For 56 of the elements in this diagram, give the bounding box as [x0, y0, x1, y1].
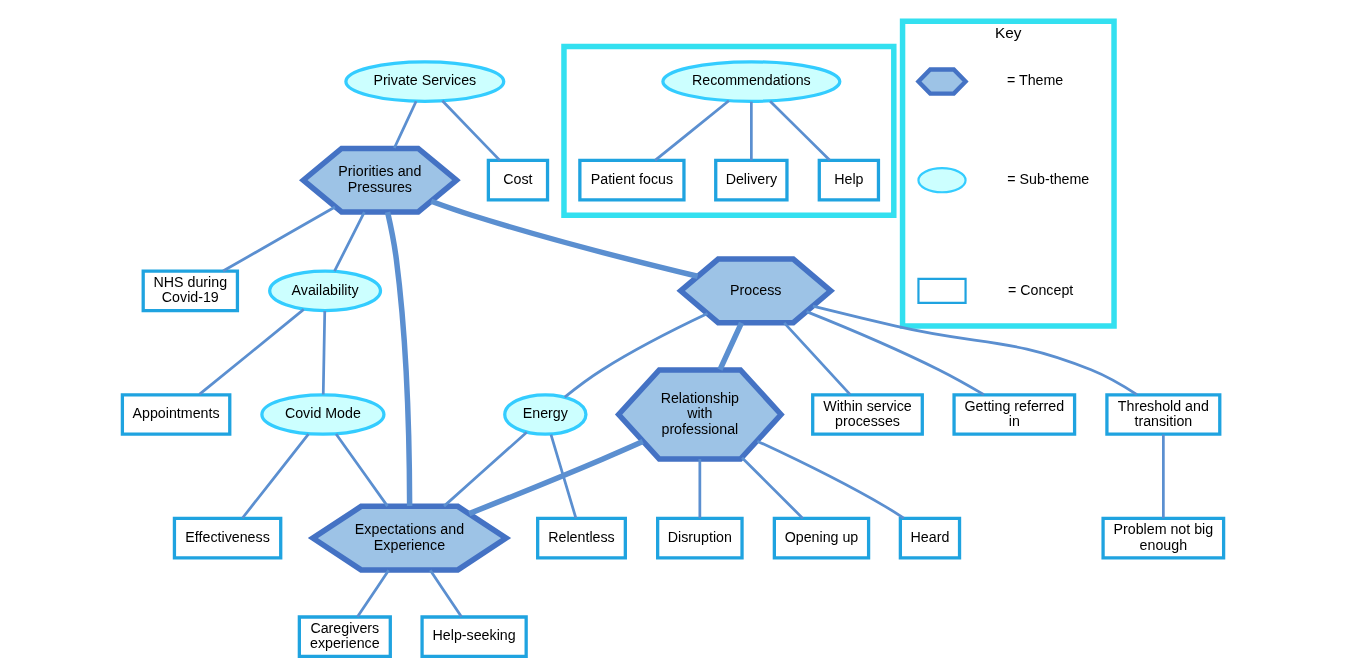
- connector: [356, 569, 390, 618]
- node-box: NHS during Covid-19: [141, 269, 240, 313]
- node-box: Problem not big enough: [1101, 516, 1226, 560]
- connector: [468, 439, 644, 517]
- connector: [441, 99, 501, 162]
- node-box: Threshold and transition: [1105, 393, 1222, 436]
- connector: [717, 321, 744, 371]
- node-box: Relentless: [536, 516, 627, 560]
- connector: [429, 569, 463, 618]
- connector: [769, 100, 831, 162]
- connector: [654, 99, 730, 162]
- legend-label: = Concept: [1007, 281, 1074, 298]
- node-ellipse: [917, 167, 967, 194]
- connector: [334, 433, 389, 507]
- node-box: Getting referred in: [952, 393, 1077, 436]
- node-box: Caregivers experience: [297, 615, 392, 659]
- node-box: Effectiveness: [172, 516, 283, 560]
- connector: [812, 304, 1138, 396]
- node-box: Patient focus: [578, 158, 686, 202]
- connector: [563, 312, 709, 399]
- connector: [222, 205, 336, 273]
- node-ellipse: Recommendations: [661, 60, 842, 103]
- connector: [741, 456, 804, 520]
- connector: [1162, 434, 1165, 519]
- connector: [756, 439, 905, 520]
- node-box: Heard: [898, 516, 962, 560]
- node-box: Cost: [486, 158, 550, 202]
- connector: [393, 100, 418, 149]
- node-box: Help: [817, 158, 881, 202]
- node-ellipse: Covid Mode: [260, 393, 386, 436]
- legend-label: = Theme: [1006, 72, 1064, 89]
- connector: [549, 434, 578, 519]
- node-hexagon: [915, 67, 969, 96]
- connector: [384, 211, 413, 507]
- connector: [806, 310, 985, 396]
- node-box: Opening up: [772, 516, 871, 560]
- node-ellipse: Private Services: [344, 60, 506, 103]
- node-box: Within service processes: [811, 393, 924, 436]
- node-box: Delivery: [714, 158, 789, 202]
- node-box: Disruption: [656, 516, 744, 560]
- connector: [333, 211, 366, 272]
- connector: [241, 433, 310, 519]
- connector: [443, 431, 528, 508]
- node-box: [917, 277, 967, 304]
- connector: [321, 310, 327, 395]
- node-box: Appointments: [120, 393, 232, 436]
- connector: [783, 322, 852, 396]
- cluster: [561, 43, 897, 218]
- connector: [698, 459, 702, 519]
- legend-label: = Sub-theme: [1007, 170, 1090, 187]
- connector: [198, 308, 305, 396]
- node-ellipse: Energy: [503, 393, 588, 436]
- node-ellipse: Availability: [268, 269, 383, 313]
- node-box: Help-seeking: [420, 615, 528, 659]
- connector: [750, 101, 753, 161]
- connector: [430, 198, 699, 279]
